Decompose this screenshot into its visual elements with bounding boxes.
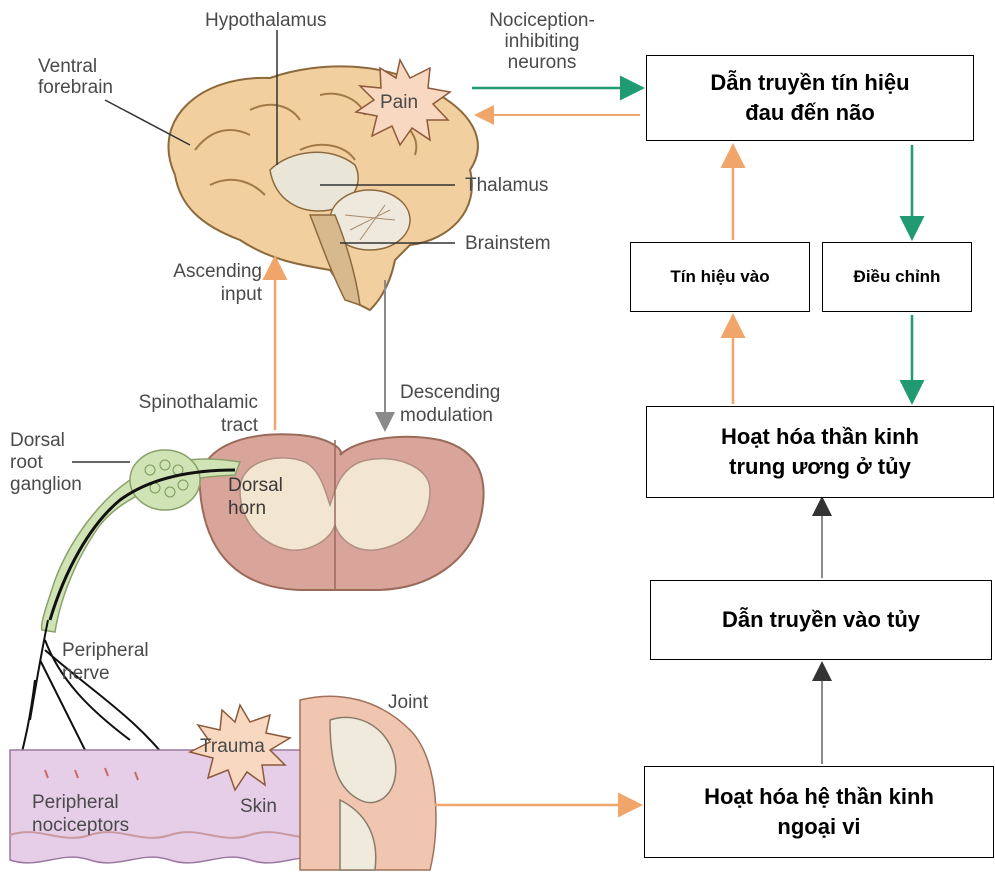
label-joint: Joint (388, 692, 429, 713)
box-central-activation: Hoạt hóa thần kinh trung ương ở tủy (646, 406, 994, 498)
box-brain-transmission: Dẫn truyền tín hiệu đau đến não (646, 55, 974, 141)
box-spinal-transmission: Dẫn truyền vào tủy (650, 580, 992, 660)
label-thalamus: Thalamus (465, 175, 548, 196)
label-skin: Skin (240, 796, 277, 817)
box-regulation-text: Điều chỉnh (854, 266, 941, 289)
box-spinal-text: Dẫn truyền vào tủy (722, 605, 920, 635)
box-brain-text: Dẫn truyền tín hiệu đau đến não (710, 68, 909, 127)
box-signal-input: Tín hiệu vào (630, 242, 810, 312)
label-pain: Pain (380, 92, 418, 113)
box-signal-input-text: Tín hiệu vào (670, 266, 769, 289)
box-peripheral-text: Hoạt hóa hệ thần kinh ngoại vi (704, 782, 934, 841)
box-peripheral-activation: Hoạt hóa hệ thần kinh ngoại vi (644, 766, 994, 858)
joint-illustration (300, 696, 436, 870)
label-hypothalamus: Hypothalamus (205, 10, 326, 31)
label-brainstem: Brainstem (465, 233, 551, 254)
box-regulation: Điều chỉnh (822, 242, 972, 312)
box-central-text: Hoạt hóa thần kinh trung ương ở tủy (721, 422, 919, 481)
label-trauma: Trauma (200, 736, 265, 757)
